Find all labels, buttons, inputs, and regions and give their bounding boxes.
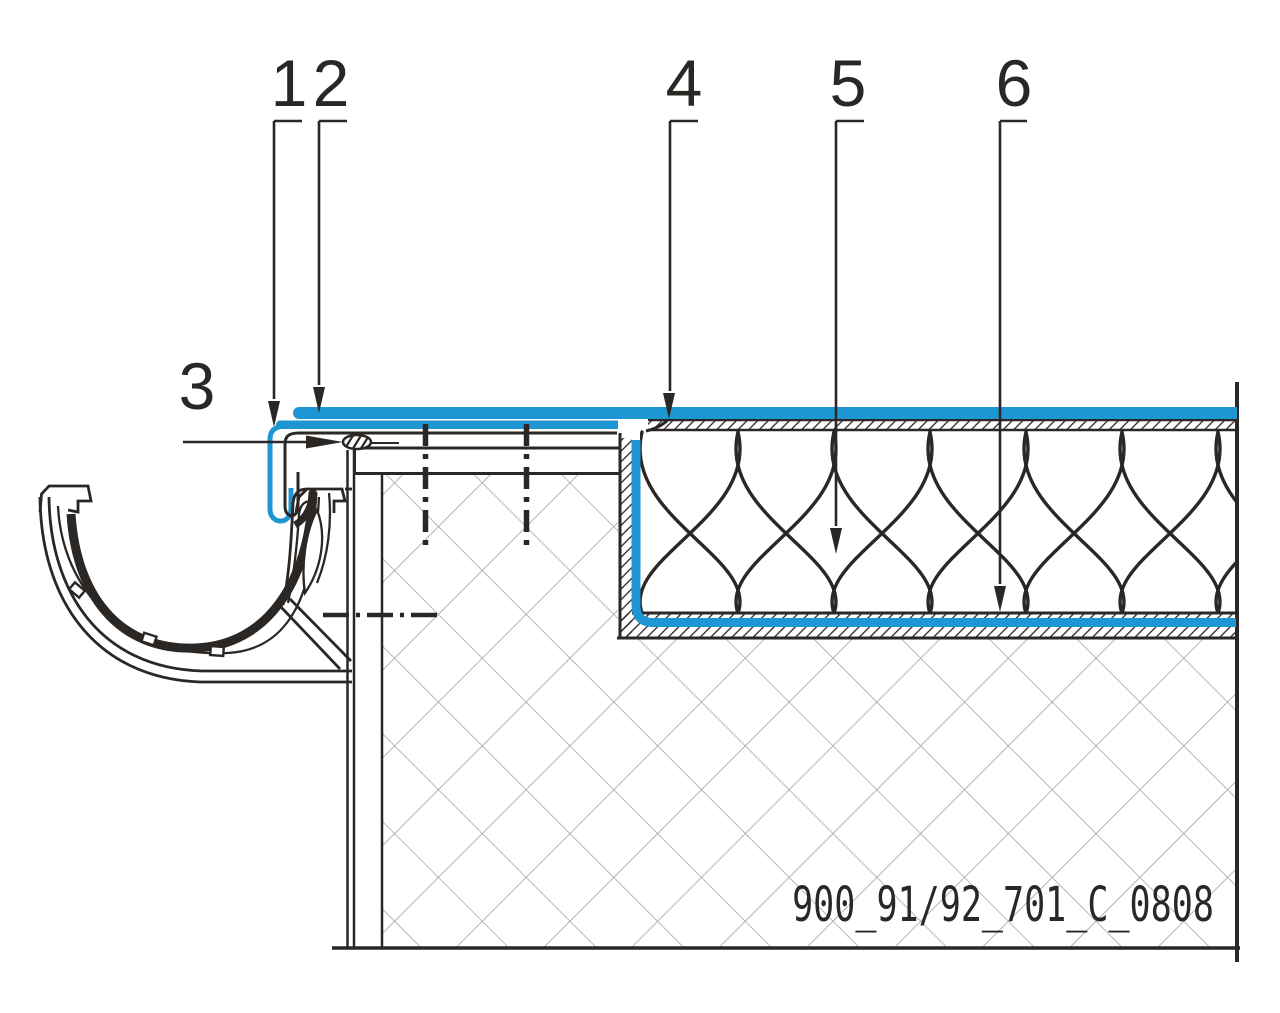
concrete-structure — [332, 382, 1240, 962]
bead-clip-2 — [139, 631, 159, 647]
bracket-edge-curve — [315, 492, 332, 584]
bead-clip-3 — [208, 644, 226, 658]
callout-labels: 1 2 3 4 5 6 — [179, 46, 1033, 423]
callout-label-2: 2 — [313, 46, 350, 120]
membrane-layer-lower — [276, 420, 618, 429]
drawing-reference-number: 900_91/92_701_C_0808 — [792, 876, 1214, 932]
edge-batten — [353, 446, 622, 475]
recess-wall-lining — [621, 438, 632, 637]
callout-leaders — [183, 119, 1027, 584]
center-lines — [323, 424, 530, 618]
leader-6 — [998, 119, 1027, 584]
leader-1 — [272, 119, 302, 399]
gutter-left-bead — [38, 484, 93, 514]
callout-label-6: 6 — [996, 46, 1033, 120]
gutter-profile-thick — [66, 491, 318, 653]
bracket-strut-upper — [289, 598, 352, 662]
membrane-layer-top-end — [1228, 407, 1237, 419]
callout-arrowheads — [268, 387, 1006, 612]
callout-label-3: 3 — [179, 349, 216, 423]
metal-drip-edge — [283, 431, 617, 518]
arrowhead-6 — [994, 586, 1006, 612]
separation-layers — [617, 412, 1237, 640]
arrowhead-5 — [830, 528, 842, 554]
recess-membrane — [631, 440, 1236, 627]
bracket-strap-inner — [47, 496, 352, 673]
bracket-head-outer — [281, 487, 308, 606]
concrete-cross-hatch — [382, 473, 1237, 948]
gutter-right-bead — [294, 487, 347, 513]
leader-5 — [834, 119, 864, 526]
bracket-strut-lower — [279, 606, 342, 670]
leader-2 — [317, 119, 347, 385]
arrowhead-2 — [313, 387, 325, 413]
upstand-wall — [346, 446, 622, 948]
top-separation-sheet — [648, 420, 1236, 430]
bracket-cutout — [302, 507, 324, 597]
bracket-strap-outer — [38, 496, 352, 684]
membrane-drip-wrap — [267, 424, 294, 524]
arrowhead-3 — [306, 435, 343, 449]
bracket-head-inner — [286, 499, 312, 604]
arrowhead-1 — [268, 401, 280, 427]
fastener — [341, 433, 373, 451]
callout-label-4: 4 — [666, 46, 703, 120]
bead-clip-1 — [67, 580, 87, 600]
drip-edge-profile — [283, 431, 617, 518]
membrane-layer-top — [293, 407, 1237, 419]
leader-4 — [668, 119, 698, 391]
gutter — [38, 484, 352, 684]
arrowhead-4 — [663, 393, 675, 419]
callout-label-1: 1 — [271, 46, 308, 120]
callout-label-5: 5 — [830, 46, 867, 120]
insulation-layer — [640, 430, 1237, 614]
membrane-layer-lower-end — [610, 420, 618, 429]
